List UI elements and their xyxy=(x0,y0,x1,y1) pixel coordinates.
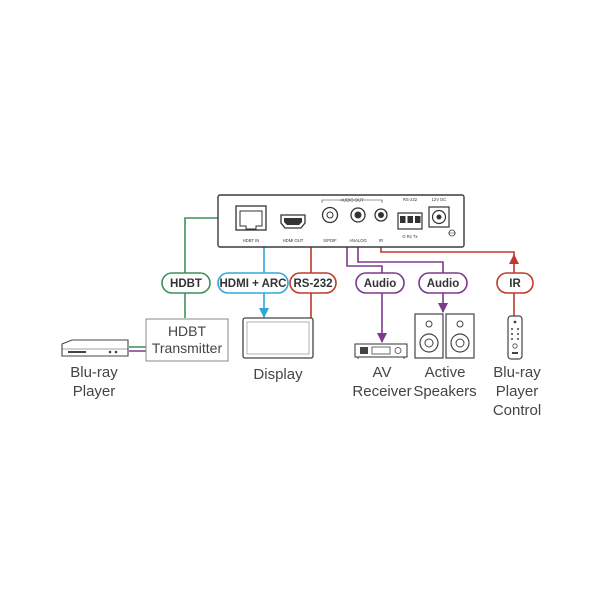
speakers-label-line2: Speakers xyxy=(413,383,476,400)
audio-out-group-label: AUDIO OUT xyxy=(340,198,364,203)
spdif-port: S/PDIF xyxy=(321,206,339,243)
unit-body xyxy=(217,194,465,248)
audio-speakers-arrowhead xyxy=(438,303,448,313)
active-speakers: Active Speakers xyxy=(413,313,477,400)
display-label: Display xyxy=(253,366,303,383)
hdmi-out-port: HDMI OUT xyxy=(280,214,306,243)
rs232-pins-label: G Rx Tx xyxy=(402,234,418,239)
ir-port: IR xyxy=(374,208,388,243)
analog-port: ANALOG xyxy=(349,207,367,243)
remote-label-line3: Control xyxy=(493,402,541,419)
remote-label-line2: Player xyxy=(496,383,539,400)
display: Display xyxy=(242,317,314,383)
extender-unit: HDBT IN HDMI OUT AUDIO OUT S/PDIF ANALOG xyxy=(217,194,465,248)
av-receiver: AV Receiver xyxy=(352,343,412,400)
audio-speakers-badge: Audio xyxy=(418,272,468,294)
speakers-label-line1: Active xyxy=(425,364,466,381)
audio-out-group: AUDIO OUT xyxy=(321,198,383,203)
hdmi-arc-badge-text: HDMI + ARC xyxy=(220,278,287,290)
ir-badge-text: IR xyxy=(509,278,521,290)
power-label: 12V DC xyxy=(432,197,447,202)
transmitter-label-line2: Transmitter xyxy=(152,340,223,356)
power-port: 12V DC xyxy=(428,197,456,237)
transmitter-label-line1: HDBT xyxy=(168,323,207,339)
rs232-port-label: RS-232 xyxy=(403,197,418,202)
rs232-port: RS-232 G Rx Tx xyxy=(397,197,423,239)
bluray-player-label-line1: Blu-ray xyxy=(70,364,118,381)
audio-receiver-arrowhead xyxy=(377,333,387,343)
hdbt-in-label: HDBT IN xyxy=(243,238,260,243)
spdif-label: S/PDIF xyxy=(323,238,337,243)
audio-receiver-badge: Audio xyxy=(355,272,405,294)
ir-label: IR xyxy=(379,238,383,243)
speaker-left xyxy=(414,313,444,359)
ir-arrowhead xyxy=(509,254,519,264)
rs232-badge-text: RS-232 xyxy=(294,278,333,290)
hdmi-arc-badge: HDMI + ARC xyxy=(217,272,289,294)
bluray-remote: Blu-ray Player Control xyxy=(493,315,541,419)
analog-label: ANALOG xyxy=(349,238,366,243)
audio-receiver-badge-text: Audio xyxy=(364,278,397,290)
av-receiver-label-line2: Receiver xyxy=(352,383,411,400)
hdmi-out-label: HDMI OUT xyxy=(283,238,304,243)
hdbt-in-port: HDBT IN xyxy=(235,205,267,243)
ir-badge: IR xyxy=(496,272,534,294)
hdmi-arrowhead xyxy=(259,308,269,318)
bluray-player: Blu-ray Player xyxy=(61,339,129,400)
badges: HDBT HDMI + ARC RS-232 Audio Audio IR xyxy=(161,272,534,294)
audio-speakers-badge-text: Audio xyxy=(427,278,460,290)
arrowheads xyxy=(259,254,519,343)
hdbt-transmitter: HDBT Transmitter xyxy=(145,318,229,362)
rs232-badge: RS-232 xyxy=(289,272,337,294)
speaker-right xyxy=(445,313,475,359)
hdbt-badge: HDBT xyxy=(161,272,211,294)
av-receiver-label-line1: AV xyxy=(373,364,392,381)
hdbt-badge-text: HDBT xyxy=(170,278,202,290)
bluray-player-label-line2: Player xyxy=(73,383,116,400)
remote-label-line1: Blu-ray xyxy=(493,364,541,381)
